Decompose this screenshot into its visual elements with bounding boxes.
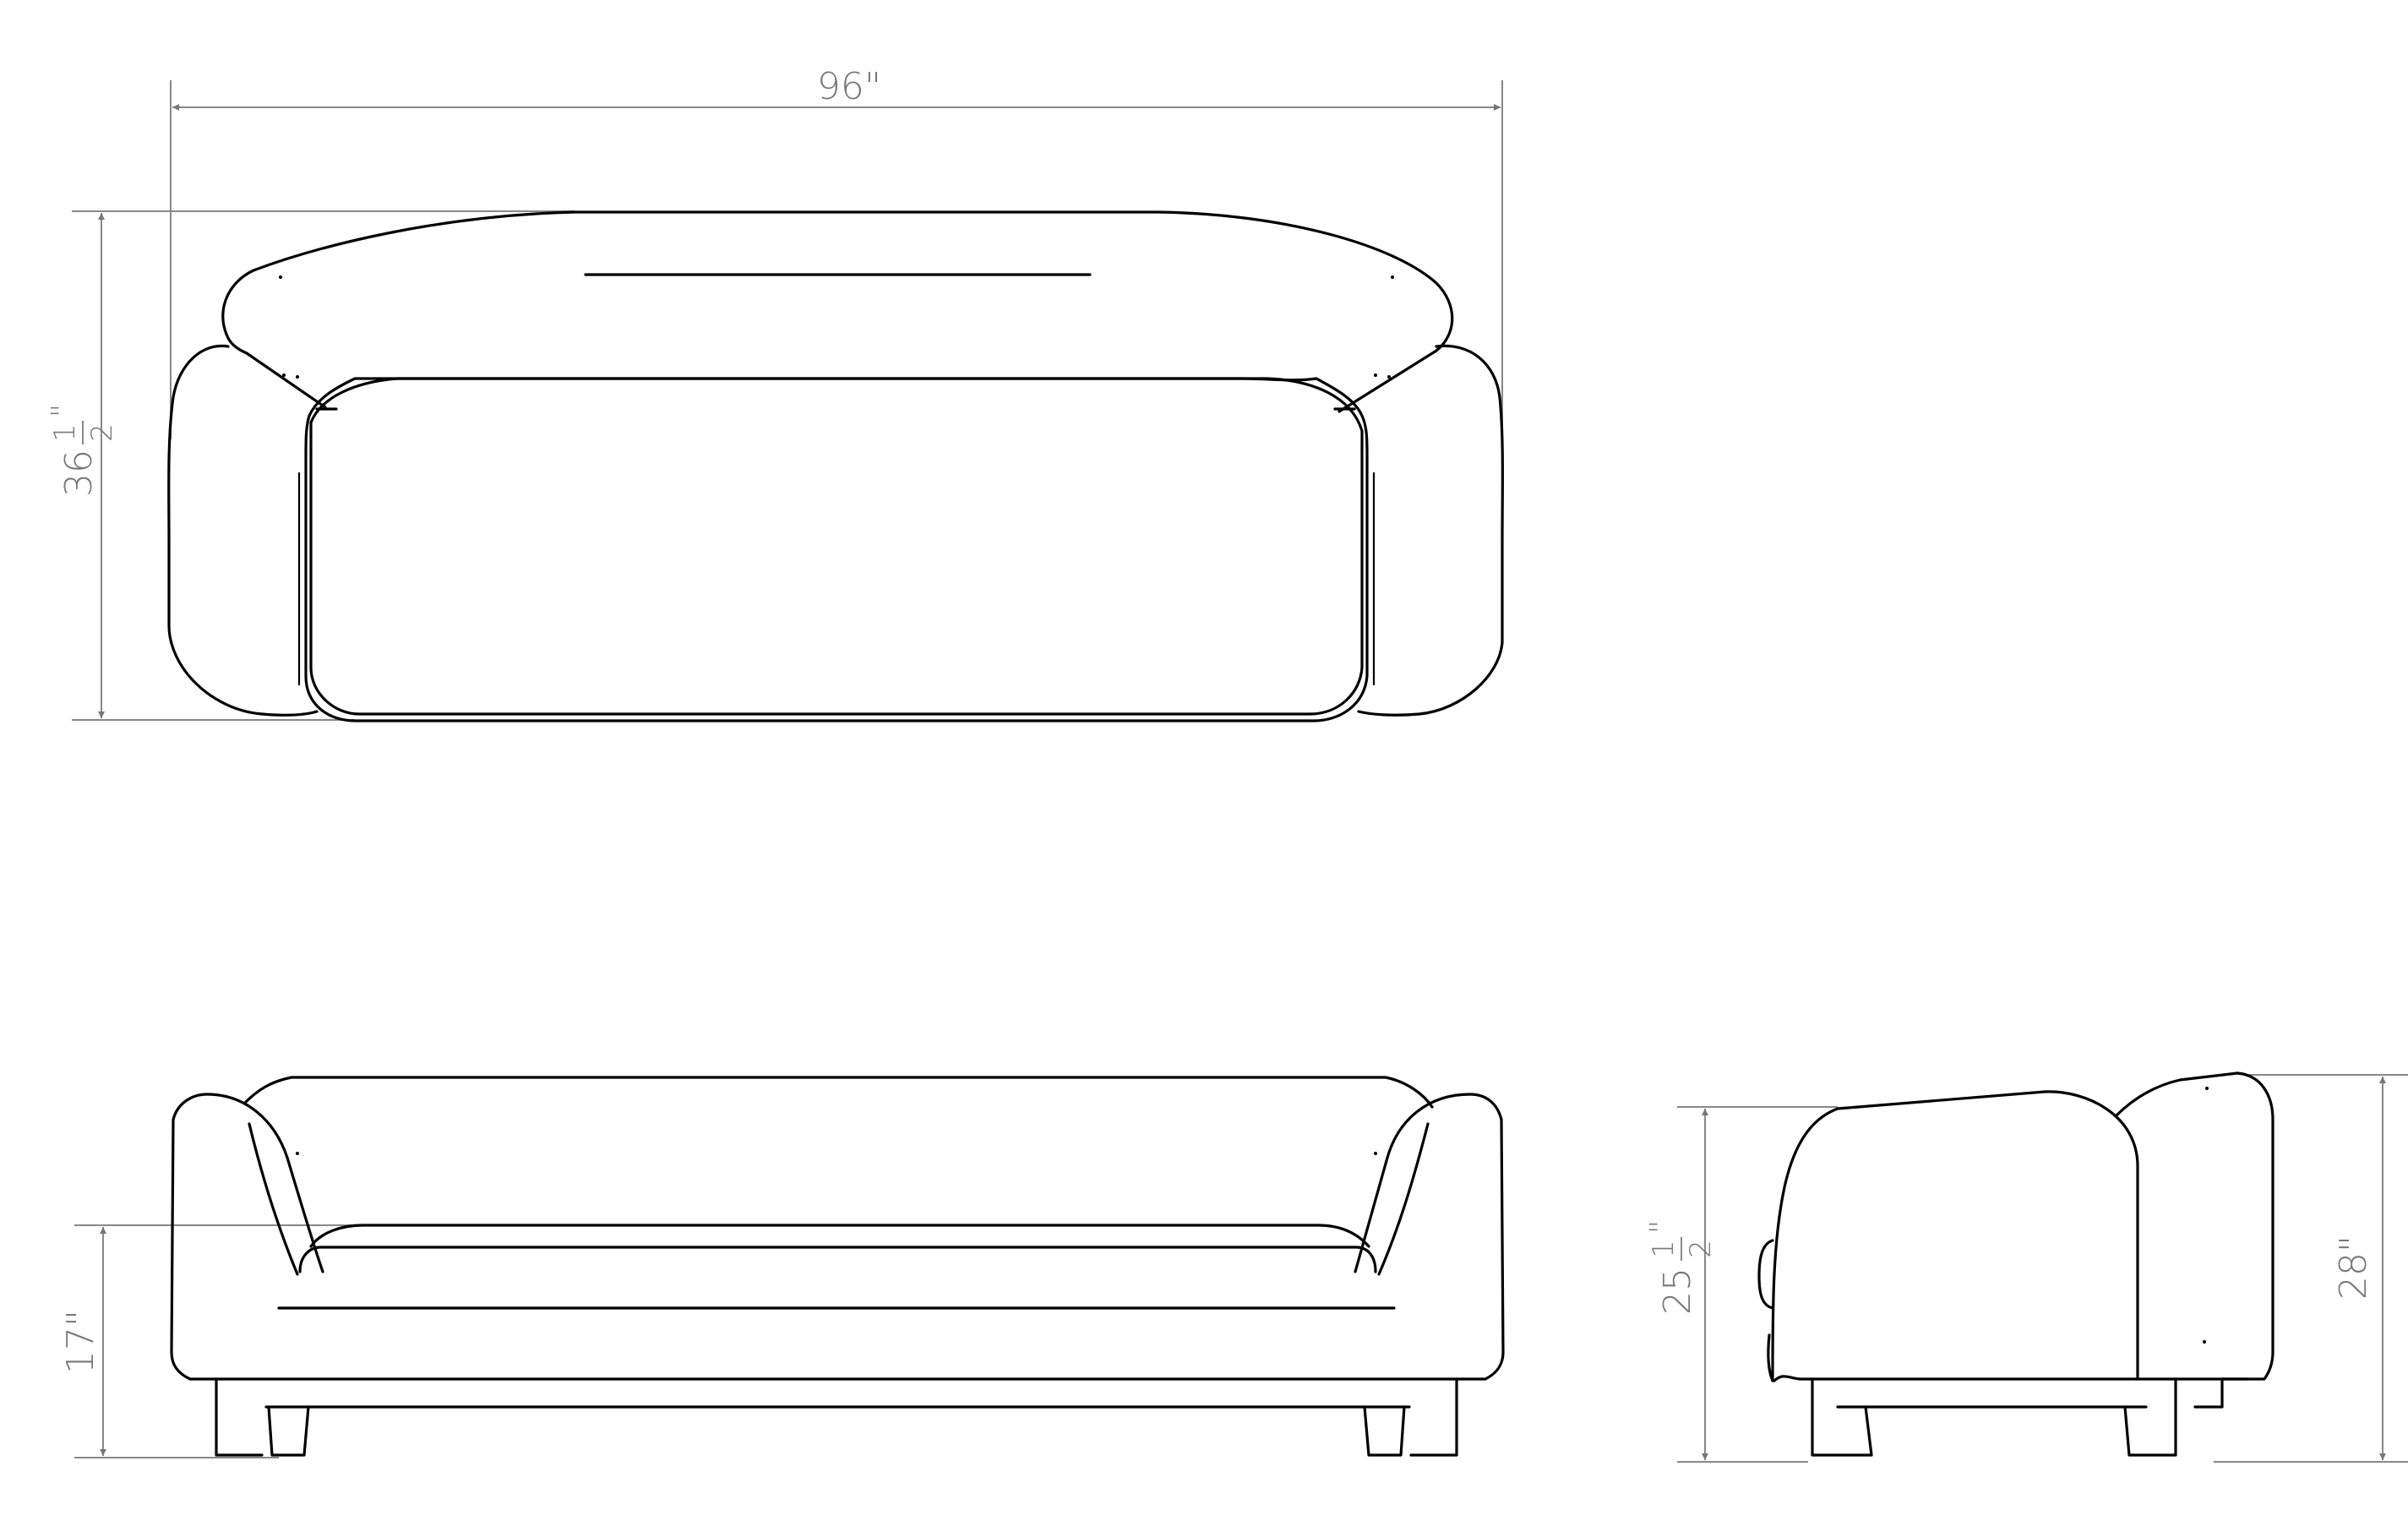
arm-height-label-numerator: 1	[1647, 1240, 1681, 1258]
depth-label-numerator: 1	[48, 423, 82, 442]
arm-height-dimension: 25 1 2 "	[1644, 1106, 1838, 1463]
depth-label-whole: 36	[57, 450, 101, 497]
arm-height-label-denominator: 2	[1684, 1240, 1718, 1258]
seat-height-label: 17"	[59, 1310, 102, 1374]
sofa-top-outline	[167, 210, 1504, 722]
depth-dimension: 36 1 2 "	[46, 210, 575, 721]
back-height-dimension: 28"	[2214, 1074, 2408, 1463]
front-view: 17"	[59, 1076, 1505, 1458]
depth-label-denominator: 2	[85, 423, 119, 442]
side-view: 25 1 2 " 28"	[1644, 1071, 2408, 1463]
back-height-label: 28"	[2332, 1235, 2375, 1300]
arm-height-label-whole: 25	[1656, 1268, 1699, 1315]
depth-label-inch: "	[46, 404, 80, 418]
width-dimension: 96"	[170, 65, 1503, 439]
seat-height-dimension: 17"	[59, 1224, 363, 1458]
sofa-front-outline	[170, 1076, 1505, 1457]
top-view: 96" 36 1 2 "	[46, 65, 1504, 722]
arm-height-label-inch: "	[1644, 1220, 1679, 1235]
width-label: 96"	[817, 65, 881, 108]
sofa-side-outline	[1757, 1071, 2275, 1457]
